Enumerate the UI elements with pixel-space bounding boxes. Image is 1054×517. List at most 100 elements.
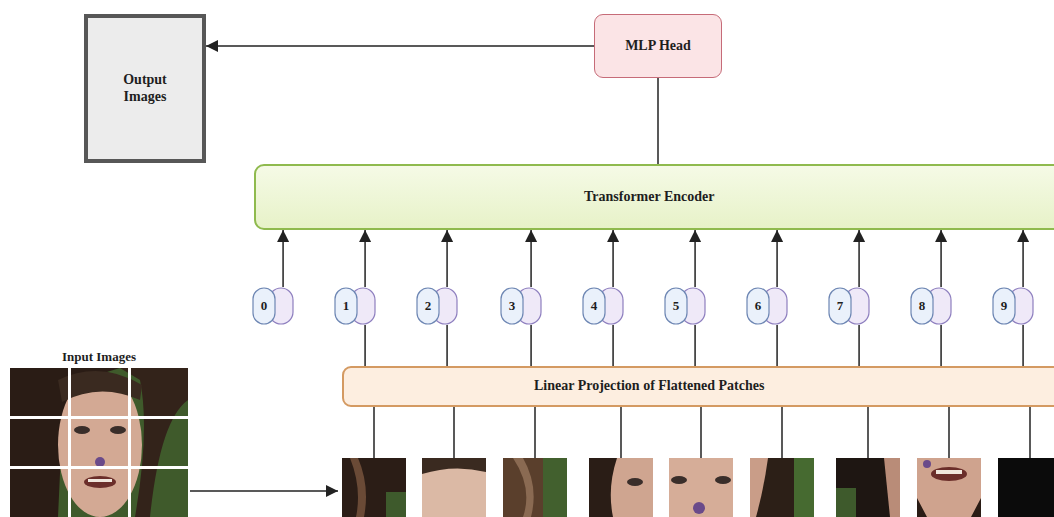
nose-mark — [95, 457, 105, 467]
hair-strand — [350, 458, 366, 517]
image-patch — [917, 458, 981, 517]
flow-arrow — [446, 230, 448, 287]
patch-lead — [1029, 407, 1031, 458]
link-line — [858, 325, 860, 366]
link-line — [776, 325, 778, 366]
teeth — [936, 470, 962, 474]
flow-arrow — [282, 230, 284, 287]
position-pill — [911, 288, 933, 324]
position-number: 6 — [746, 298, 770, 314]
patch-ground — [917, 458, 981, 517]
patch-ground — [342, 458, 406, 517]
skin — [884, 458, 900, 517]
position-token: 1 — [334, 287, 376, 325]
mlp-head-box: MLP Head — [594, 14, 722, 78]
image-patch — [750, 458, 814, 517]
eye — [671, 476, 687, 484]
node-label: MLP Head — [625, 38, 691, 55]
patch-lead — [867, 407, 869, 458]
image-patch — [503, 458, 567, 517]
position-token: 4 — [582, 287, 624, 325]
link-line — [364, 325, 366, 366]
patch-lead — [373, 407, 375, 458]
flow-arrow — [364, 230, 366, 287]
position-number: 9 — [992, 298, 1016, 314]
position-pill — [501, 288, 523, 324]
node-label: Linear Projection of Flattened Patches — [534, 378, 764, 395]
grid-line — [10, 416, 188, 419]
position-token: 0 — [252, 287, 294, 325]
patch-lead — [534, 407, 536, 458]
flow-arrow — [858, 230, 860, 287]
grid-line — [10, 466, 188, 469]
nose-mark — [923, 460, 931, 468]
position-pill — [829, 288, 851, 324]
patch-lead — [453, 407, 455, 458]
flow-arrow — [612, 230, 614, 287]
hair-right — [120, 368, 188, 517]
flow-arrow — [776, 230, 778, 287]
skin — [611, 458, 653, 517]
flow-arrow — [694, 230, 696, 287]
node-label: Transformer Encoder — [584, 189, 715, 206]
teeth — [88, 479, 112, 482]
position-pill — [253, 288, 275, 324]
position-token: 6 — [746, 287, 788, 325]
flow-arrow — [206, 45, 594, 47]
image-patch — [998, 458, 1054, 517]
position-number: 1 — [334, 298, 358, 314]
token-pill — [416, 287, 458, 325]
patch-ground — [422, 458, 486, 517]
token-pill — [746, 287, 788, 325]
image-patch — [836, 458, 900, 517]
background — [386, 492, 406, 517]
input-image — [10, 368, 188, 517]
position-number: 2 — [416, 298, 440, 314]
patch-lead — [700, 407, 702, 458]
background — [543, 458, 567, 517]
image-ground — [10, 368, 188, 517]
position-token: 2 — [416, 287, 458, 325]
eye — [715, 476, 731, 484]
token-pill — [334, 287, 376, 325]
position-pill — [993, 288, 1015, 324]
image-patch — [422, 458, 486, 517]
flow-arrow — [1022, 230, 1024, 287]
token-pill — [252, 287, 294, 325]
patch-lead — [948, 407, 950, 458]
nose-mark — [693, 502, 705, 514]
link-line — [612, 325, 614, 366]
hair-top — [422, 458, 486, 474]
patch-ground — [750, 458, 814, 517]
token-pill — [992, 287, 1034, 325]
background — [794, 458, 814, 517]
position-pill — [583, 288, 605, 324]
patch-lead — [620, 407, 622, 458]
patch-ground — [836, 458, 900, 517]
patch-ground — [589, 458, 653, 517]
position-pill — [335, 288, 357, 324]
link-line — [1022, 325, 1024, 366]
image-patch — [589, 458, 653, 517]
eye — [110, 426, 126, 434]
link-line — [446, 325, 448, 366]
eye — [627, 478, 643, 486]
position-token: 3 — [500, 287, 542, 325]
position-pill — [665, 288, 687, 324]
patch-lead — [781, 407, 783, 458]
position-token: 5 — [664, 287, 706, 325]
hair — [917, 498, 981, 517]
patch-ground — [998, 458, 1054, 517]
hair-strand — [513, 458, 534, 517]
image-caption: Input Images — [10, 349, 188, 365]
link-line — [657, 78, 659, 164]
patch-ground — [503, 458, 567, 517]
skin — [750, 458, 768, 517]
position-number: 7 — [828, 298, 852, 314]
projection-band: Linear Projection of Flattened Patches — [342, 366, 1054, 407]
encoder-band: Transformer Encoder — [254, 164, 1054, 230]
image-patch — [342, 458, 406, 517]
position-number: 4 — [582, 298, 606, 314]
output-box: Output Images — [84, 14, 206, 163]
